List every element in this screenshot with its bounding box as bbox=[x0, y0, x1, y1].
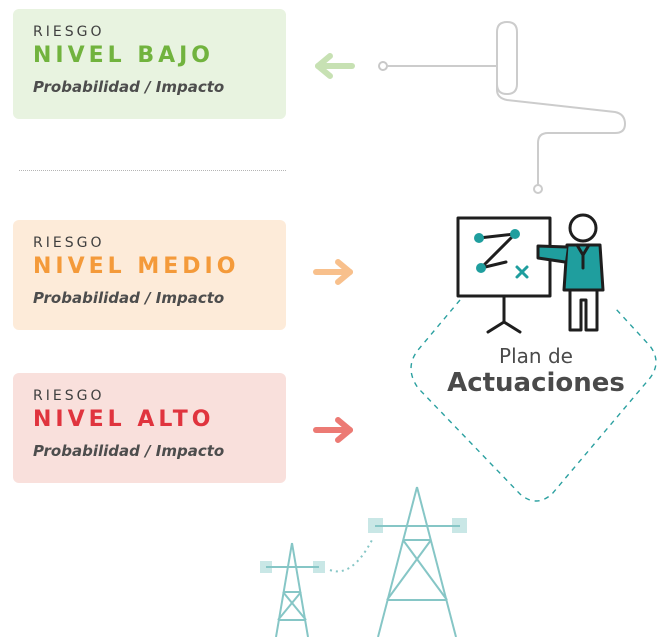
risk-eyebrow: RIESGO bbox=[33, 388, 105, 404]
arrow-right-icon bbox=[313, 259, 353, 285]
plan-label-line1: Plan de bbox=[499, 344, 573, 368]
connector-line bbox=[378, 20, 627, 194]
risk-card-high: RIESGO NIVEL ALTO Probabilidad / Impacto bbox=[13, 373, 286, 483]
risk-eyebrow: RIESGO bbox=[33, 24, 105, 40]
power-tower-icon bbox=[260, 486, 467, 637]
plan-label-line2: Actuaciones bbox=[447, 368, 625, 398]
board-markers bbox=[474, 229, 529, 279]
risk-card-low: RIESGO NIVEL BAJO Probabilidad / Impacto bbox=[13, 9, 286, 119]
risk-level-high: NIVEL ALTO bbox=[33, 407, 215, 432]
presenter-whiteboard-icon bbox=[456, 213, 605, 334]
risk-subtitle: Probabilidad / Impacto bbox=[33, 442, 225, 460]
risk-card-medium: RIESGO NIVEL MEDIO Probabilidad / Impact… bbox=[13, 220, 286, 330]
plan-label: Plan de Actuaciones bbox=[436, 344, 636, 398]
risk-subtitle: Probabilidad / Impacto bbox=[33, 78, 225, 96]
plan-diamond-outline bbox=[410, 299, 657, 502]
section-divider bbox=[19, 170, 286, 171]
risk-eyebrow: RIESGO bbox=[33, 235, 105, 251]
risk-level-medium: NIVEL MEDIO bbox=[33, 254, 240, 279]
risk-level-low: NIVEL BAJO bbox=[33, 43, 215, 68]
risk-subtitle: Probabilidad / Impacto bbox=[33, 289, 225, 307]
arrow-left-icon bbox=[315, 53, 355, 79]
arrow-right-icon bbox=[313, 417, 353, 443]
